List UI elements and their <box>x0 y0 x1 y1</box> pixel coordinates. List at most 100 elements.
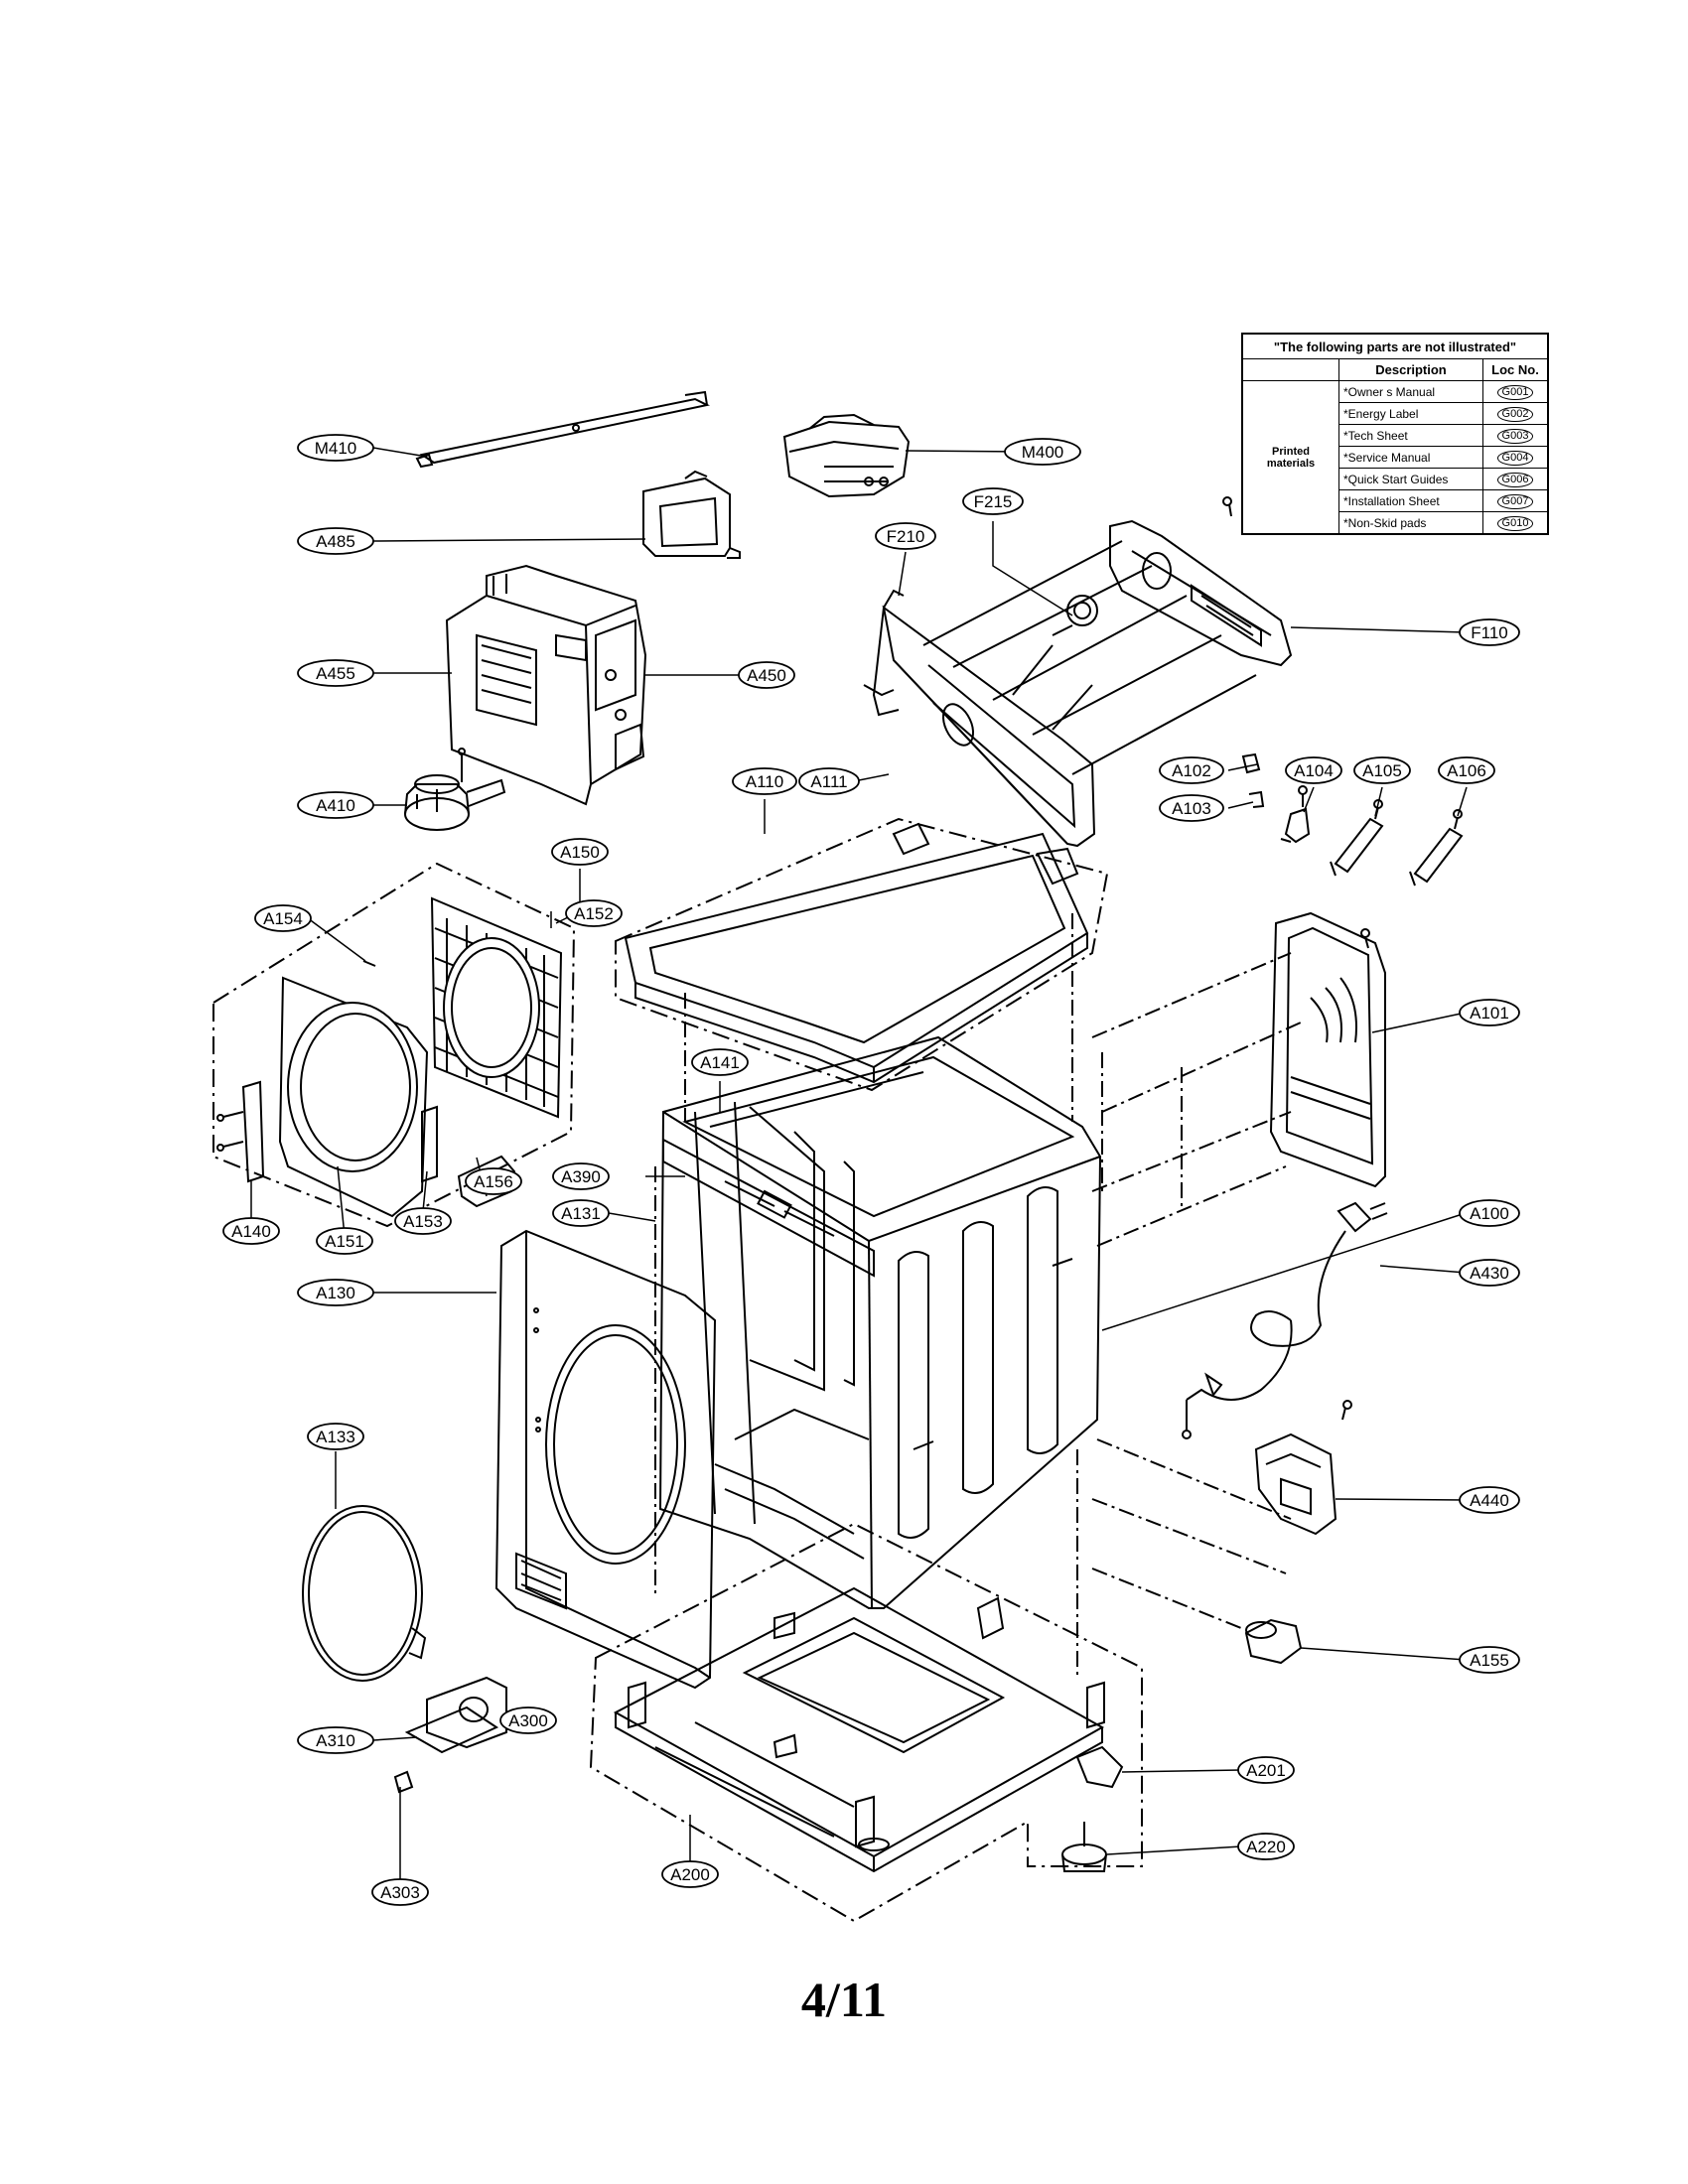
legend-title: "The following parts are not illustrated… <box>1241 333 1549 359</box>
svg-text:A455: A455 <box>316 664 355 683</box>
svg-text:A300: A300 <box>508 1711 548 1730</box>
callout-a152: A152 <box>565 899 623 927</box>
callout-a485: A485 <box>297 527 374 555</box>
callout-a104: A104 <box>1285 756 1342 784</box>
callout-f215: F215 <box>962 487 1024 515</box>
callout-a133: A133 <box>307 1423 364 1450</box>
legend-row-loc: G007 <box>1496 493 1534 509</box>
svg-text:F110: F110 <box>1471 623 1508 642</box>
callout-a455: A455 <box>297 659 374 687</box>
callout-a103: A103 <box>1159 794 1224 822</box>
svg-text:F210: F210 <box>887 527 925 546</box>
legend-row-loc: G001 <box>1496 384 1534 400</box>
callout-a310: A310 <box>297 1726 374 1754</box>
legend-col-description: Description <box>1338 358 1483 381</box>
callout-a106: A106 <box>1438 756 1495 784</box>
legend-row-description: *Service Manual <box>1338 446 1483 469</box>
part-a310-a300-inlet <box>393 1676 507 1794</box>
callout-f110: F110 <box>1459 618 1520 646</box>
callout-a440: A440 <box>1459 1486 1520 1514</box>
svg-text:A440: A440 <box>1470 1491 1509 1510</box>
legend-row-description: *Energy Label <box>1338 402 1483 425</box>
svg-text:A105: A105 <box>1362 761 1402 780</box>
legend-group-label: Printed materials <box>1241 380 1339 535</box>
callout-a101: A101 <box>1459 999 1520 1026</box>
callout-a140: A140 <box>222 1217 280 1245</box>
callout-a130: A130 <box>297 1279 374 1306</box>
svg-text:A131: A131 <box>561 1204 601 1223</box>
svg-text:A106: A106 <box>1447 761 1486 780</box>
svg-text:A101: A101 <box>1470 1004 1509 1023</box>
callout-a220: A220 <box>1237 1833 1295 1860</box>
callout-a131: A131 <box>552 1199 610 1227</box>
callout-a154: A154 <box>254 904 312 932</box>
legend-row-description: *Quick Start Guides <box>1338 468 1483 490</box>
part-a455-a450-pcb <box>445 564 647 806</box>
svg-text:A154: A154 <box>263 909 303 928</box>
callout-a303: A303 <box>371 1878 429 1906</box>
callout-labels: M410 M400 A485 F215 F210 F110 A455 A450 … <box>222 434 1520 1906</box>
callout-a430: A430 <box>1459 1259 1520 1287</box>
legend-row-description: *Installation Sheet <box>1338 489 1483 512</box>
part-m410-bracket <box>415 390 711 469</box>
callout-a156: A156 <box>465 1167 522 1195</box>
callout-a201: A201 <box>1237 1756 1295 1784</box>
svg-text:A140: A140 <box>231 1222 271 1241</box>
svg-text:A150: A150 <box>560 843 600 862</box>
svg-text:A220: A220 <box>1246 1838 1286 1856</box>
svg-text:M410: M410 <box>315 439 357 458</box>
page-number: 4/11 <box>800 1972 888 2027</box>
callout-a410: A410 <box>297 791 374 819</box>
svg-text:A151: A151 <box>325 1232 364 1251</box>
svg-text:F215: F215 <box>974 492 1013 511</box>
part-a133-gasket-ring <box>302 1505 427 1682</box>
callout-a100: A100 <box>1459 1199 1520 1227</box>
callout-m400: M400 <box>1004 438 1081 466</box>
callout-a102: A102 <box>1159 756 1224 784</box>
legend-col-loc: Loc No. <box>1482 358 1549 381</box>
part-control-panel <box>863 496 1293 848</box>
svg-text:A156: A156 <box>474 1172 513 1191</box>
callout-a155: A155 <box>1459 1646 1520 1674</box>
legend-row-description: *Owner s Manual <box>1338 380 1483 403</box>
callout-a150: A150 <box>551 838 609 866</box>
svg-text:A130: A130 <box>316 1284 355 1302</box>
svg-text:A200: A200 <box>670 1865 710 1884</box>
svg-text:A390: A390 <box>561 1167 601 1186</box>
legend-row-loc: G003 <box>1496 428 1534 444</box>
callout-a153: A153 <box>394 1207 452 1235</box>
callout-a105: A105 <box>1353 756 1411 784</box>
part-a101-rear-panel <box>1269 911 1386 1188</box>
callout-a390: A390 <box>552 1162 610 1190</box>
svg-text:A141: A141 <box>700 1053 740 1072</box>
callout-a111: A111 <box>798 767 860 795</box>
svg-text:A410: A410 <box>316 796 355 815</box>
svg-text:M400: M400 <box>1022 443 1064 462</box>
not-illustrated-parts-table: "The following parts are not illustrated… <box>1241 333 1549 535</box>
part-m400-module <box>782 413 911 498</box>
part-a440-filter <box>1254 1400 1352 1536</box>
legend-row-description: *Tech Sheet <box>1338 424 1483 447</box>
svg-text:A201: A201 <box>1246 1761 1286 1780</box>
svg-text:A111: A111 <box>810 772 847 791</box>
svg-text:A310: A310 <box>316 1731 355 1750</box>
svg-text:A152: A152 <box>574 904 614 923</box>
part-a155-cap <box>1244 1618 1303 1665</box>
callout-f210: F210 <box>875 522 936 550</box>
legend-row-description: *Non-Skid pads <box>1338 511 1483 535</box>
part-a100-cabinet <box>658 1035 1102 1609</box>
svg-text:A102: A102 <box>1172 761 1211 780</box>
callout-a141: A141 <box>691 1048 749 1076</box>
part-a485-board <box>642 470 741 559</box>
svg-text:A133: A133 <box>316 1428 355 1446</box>
callout-a300: A300 <box>499 1706 557 1734</box>
legend-row-loc: G006 <box>1496 472 1534 487</box>
svg-text:A153: A153 <box>403 1212 443 1231</box>
svg-text:A100: A100 <box>1470 1204 1509 1223</box>
part-a200-base <box>589 1522 1143 1923</box>
svg-text:A450: A450 <box>747 666 786 685</box>
legend-row-loc: G002 <box>1496 406 1534 422</box>
part-a102-a106-smalls <box>1241 752 1464 887</box>
part-a110-top-plate <box>624 822 1089 1084</box>
svg-text:A303: A303 <box>380 1883 420 1902</box>
